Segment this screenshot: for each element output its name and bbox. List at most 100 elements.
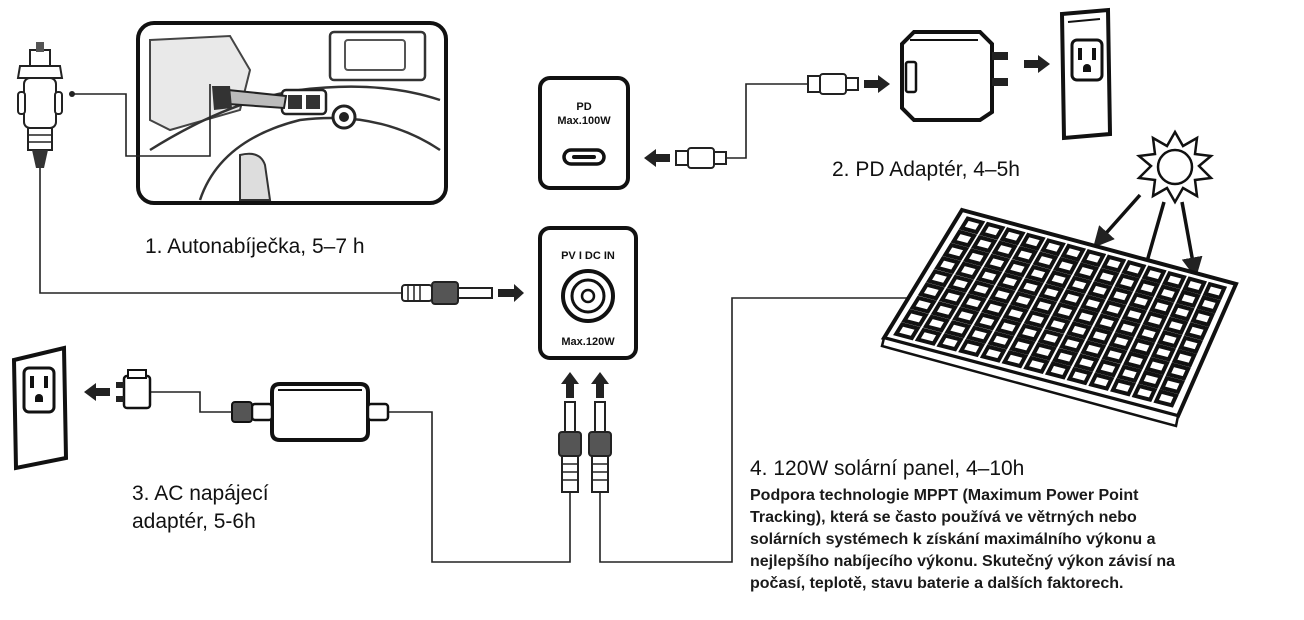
solar-cell xyxy=(958,338,986,358)
solar-cell xyxy=(942,242,970,261)
solar-cell xyxy=(1059,289,1086,308)
arrow-icon xyxy=(864,75,890,93)
solar-cell xyxy=(936,333,964,352)
solar-cell xyxy=(960,293,987,312)
solar-cell xyxy=(979,344,1007,363)
solar-cell xyxy=(1080,340,1107,359)
solar-cell xyxy=(1066,366,1093,386)
solar-cell xyxy=(1165,362,1191,381)
solar-cell xyxy=(1009,291,1037,310)
solar-cell xyxy=(1002,304,1030,323)
solar-cell xyxy=(1107,286,1134,305)
solar-cell xyxy=(1182,276,1208,295)
solar-cell xyxy=(1184,322,1210,341)
solar-cell xyxy=(1060,243,1087,262)
solar-cell xyxy=(1108,332,1134,351)
solar-cell xyxy=(1142,311,1168,330)
solar-cell xyxy=(962,248,990,267)
solar-cell xyxy=(1196,295,1222,314)
solar-cell xyxy=(1024,264,1052,283)
solar-cell xyxy=(1087,326,1113,346)
ac-adapter-label-line2: adaptér, 5-6h xyxy=(132,510,256,533)
solar-cell xyxy=(901,308,929,328)
solar-cell xyxy=(1121,305,1148,324)
solar-cell xyxy=(1129,337,1156,357)
solar-cell xyxy=(1039,238,1066,257)
solar-cell xyxy=(1088,372,1115,391)
solar-cell xyxy=(1153,389,1179,408)
wall-outlet-icon xyxy=(1059,7,1113,141)
solar-cell xyxy=(1073,353,1100,372)
car-charger-icon xyxy=(16,42,64,168)
solar-cell xyxy=(1122,351,1149,370)
solar-cell xyxy=(1011,245,1039,265)
solar-desc-line-5: počasí, teplotě, stavu baterie a dalších… xyxy=(750,575,1123,592)
dc-plug-icon xyxy=(558,401,582,493)
solar-cell xyxy=(1052,256,1079,276)
solar-cell xyxy=(954,261,982,280)
solar-cell xyxy=(1141,265,1167,284)
solar-cell xyxy=(1016,323,1043,342)
solar-cell xyxy=(1116,364,1143,384)
solar-cell xyxy=(1144,356,1170,376)
usbc-plug-icon xyxy=(675,147,727,169)
solar-cell xyxy=(973,312,1001,331)
solar-cell xyxy=(914,327,943,346)
solar-cell xyxy=(1159,375,1186,395)
solar-cell xyxy=(1030,296,1058,316)
solar-cell xyxy=(994,317,1022,337)
solar-cell xyxy=(952,306,980,326)
solar-panel-title: 4. 120W solární panel, 4–10h xyxy=(750,457,1024,480)
solar-cell xyxy=(1019,232,1046,251)
solar-cell xyxy=(1038,283,1065,302)
solar-cell xyxy=(1017,278,1044,297)
solar-cell xyxy=(950,229,978,248)
solar-cell xyxy=(981,299,1008,318)
solar-cell xyxy=(1037,329,1064,348)
dc-plug-icon xyxy=(588,401,612,493)
solar-cell xyxy=(1202,281,1228,301)
solar-cell xyxy=(1134,278,1161,298)
solar-cell xyxy=(1169,303,1195,322)
solar-cell xyxy=(1079,294,1106,313)
solar-cell xyxy=(1114,273,1140,292)
solar-panel-icon xyxy=(880,207,1239,428)
solar-cell xyxy=(1178,335,1203,354)
solar-cell xyxy=(909,295,937,314)
solar-desc-line-2: Tracking), která se často používá ve vět… xyxy=(750,509,1137,526)
solar-cell xyxy=(1051,302,1079,321)
solar-cell xyxy=(944,320,972,339)
solar-cell xyxy=(1008,336,1036,356)
arrow-icon xyxy=(84,383,110,401)
solar-cell xyxy=(987,331,1015,350)
pd-port-max: Max.100W xyxy=(557,115,611,127)
solar-cell xyxy=(979,221,1006,240)
dc-port-icon: PV I DC IN Max.120W xyxy=(538,226,638,360)
ac-adapter-label-line1: 3. AC napájecí xyxy=(132,482,269,505)
solar-cell xyxy=(1066,275,1093,294)
solar-cell xyxy=(1171,348,1197,368)
solar-cell xyxy=(1030,342,1057,361)
solar-cell xyxy=(1045,270,1072,289)
solar-cell xyxy=(1095,359,1121,378)
solar-cell xyxy=(938,287,966,307)
solar-cell xyxy=(922,314,951,333)
solar-cell xyxy=(1101,345,1128,365)
ac-plug-icon xyxy=(116,369,152,410)
solar-cell xyxy=(965,325,993,344)
pd-port-label: PD xyxy=(576,101,591,113)
solar-cell xyxy=(1100,300,1127,319)
solar-cell xyxy=(1100,254,1127,273)
usb-c-port-icon: PD Max.100W xyxy=(538,76,630,190)
solar-cell xyxy=(1161,270,1187,290)
solar-cell xyxy=(893,322,921,341)
solar-desc-line-3: solárních systémech k získání maximálníh… xyxy=(750,531,1156,548)
solar-cell xyxy=(1032,251,1059,270)
dc-plug-icon xyxy=(401,281,493,305)
solar-cell xyxy=(925,269,954,288)
solar-cell xyxy=(983,253,1011,272)
solar-cell xyxy=(1023,310,1050,329)
solar-cell xyxy=(1072,307,1099,327)
solar-cell xyxy=(1058,334,1086,353)
